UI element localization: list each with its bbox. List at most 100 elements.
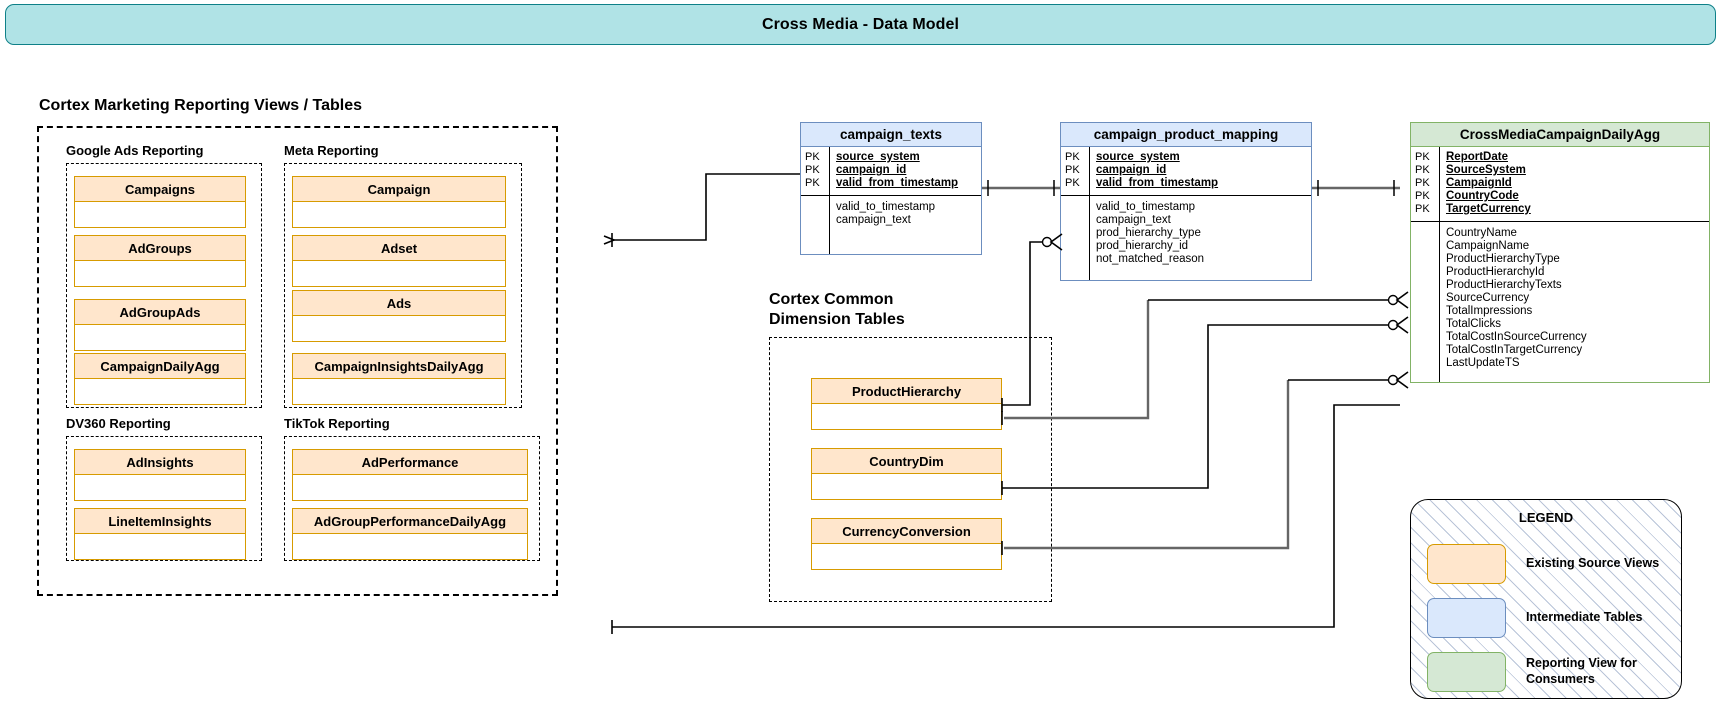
pk-label: PK (1065, 164, 1080, 176)
source-view-title: Campaign (292, 176, 506, 202)
entity-attr-section: CountryName CampaignName ProductHierarch… (1411, 222, 1709, 382)
pk-label: PK (1415, 151, 1430, 163)
pk-label: PK (1065, 177, 1080, 189)
entity-attr-names: CountryName CampaignName ProductHierarch… (1439, 222, 1709, 382)
entity-campaign-product-mapping[interactable]: campaign_product_mapping PK PK PK source… (1060, 122, 1312, 281)
page-title: Cross Media - Data Model (761, 15, 960, 33)
dv360-group-box (66, 436, 262, 561)
wire-zero-marker (1041, 236, 1053, 248)
diagram-title-banner: Cross Media - Data Model (5, 4, 1716, 45)
entity-key-section: PK PK PK PK PK ReportDate SourceSystem C… (1411, 147, 1709, 222)
source-view-body (292, 316, 506, 342)
source-view-campaigndailyagg[interactable]: CampaignDailyAgg (74, 353, 246, 405)
pk-name: ReportDate (1446, 151, 1508, 163)
source-view-adset[interactable]: Adset (292, 235, 506, 287)
entity-attr-names: valid_to_timestamp campaign_text (829, 196, 981, 254)
legend-item-existing-source-views: Existing Source Views (1427, 544, 1659, 584)
dimension-table-currencyconversion[interactable]: CurrencyConversion (811, 518, 1002, 570)
source-view-title: AdGroupAds (74, 299, 246, 325)
attr-name: SourceCurrency (1446, 292, 1530, 304)
attr-name: TotalClicks (1446, 318, 1501, 330)
dimension-table-body (811, 474, 1002, 500)
source-view-body (74, 475, 246, 501)
source-view-adgroupads[interactable]: AdGroupAds (74, 299, 246, 351)
legend-swatch-orange (1427, 544, 1506, 584)
pk-label: PK (1415, 203, 1430, 215)
dimension-table-body (811, 404, 1002, 430)
pk-name: SourceSystem (1446, 164, 1526, 176)
source-view-body (292, 379, 506, 405)
source-view-title: AdGroups (74, 235, 246, 261)
entity-title: campaign_product_mapping (1061, 123, 1311, 147)
pk-name: TargetCurrency (1446, 203, 1531, 215)
source-view-body (292, 534, 528, 560)
dimension-table-title: CurrencyConversion (811, 518, 1002, 544)
section-title-reporting: Cortex Marketing Reporting Views / Table… (39, 97, 363, 114)
attr-name: campaign_text (1096, 214, 1171, 226)
attr-name: CountryName (1446, 227, 1517, 239)
source-view-campaigns[interactable]: Campaigns (74, 176, 246, 228)
attr-name: TotalImpressions (1446, 305, 1533, 317)
entity-key-labels: PK PK PK (801, 147, 829, 195)
dimension-table-producthierarchy[interactable]: ProductHierarchy (811, 378, 1002, 430)
wire-arrowhead (603, 235, 617, 245)
source-view-lineiteminsights[interactable]: LineItemInsights (74, 508, 246, 560)
pk-name: campaign_id (836, 164, 907, 176)
source-view-ads[interactable]: Ads (292, 290, 506, 342)
entity-campaign-texts[interactable]: campaign_texts PK PK PK source_system ca… (800, 122, 982, 255)
entity-attr-keycol (801, 196, 829, 254)
attr-name: LastUpdateTS (1446, 357, 1520, 369)
dimension-table-title: ProductHierarchy (811, 378, 1002, 404)
legend-swatch-blue (1427, 598, 1506, 638)
wire-countrydim-to-crossmedia (1002, 324, 1388, 489)
group-label-meta: Meta Reporting (284, 143, 379, 158)
pk-label: PK (805, 177, 820, 189)
group-label-google-ads: Google Ads Reporting (66, 143, 204, 158)
source-view-adinsights[interactable]: AdInsights (74, 449, 246, 501)
source-view-title: LineItemInsights (74, 508, 246, 534)
pk-label: PK (1065, 151, 1080, 163)
group-label-tiktok: TikTok Reporting (284, 416, 390, 431)
source-view-title: AdPerformance (292, 449, 528, 475)
legend-label: Existing Source Views (1526, 556, 1660, 571)
meta-group-box (284, 163, 522, 408)
attr-name: ProductHierarchyId (1446, 266, 1545, 278)
source-view-campaigninsightsdailyagg[interactable]: CampaignInsightsDailyAgg (292, 353, 506, 405)
attr-name: prod_hierarchy_type (1096, 227, 1201, 239)
legend-item-intermediate-tables: Intermediate Tables (1427, 598, 1642, 638)
pk-name: source_system (836, 151, 920, 163)
pk-name: CountryCode (1446, 190, 1519, 202)
dimension-table-title: CountryDim (811, 448, 1002, 474)
entity-key-labels: PK PK PK (1061, 147, 1089, 195)
legend-swatch-green (1427, 652, 1506, 692)
dimension-table-countrydim[interactable]: CountryDim (811, 448, 1002, 500)
dimension-table-body (811, 544, 1002, 570)
attr-name: TotalCostInTargetCurrency (1446, 344, 1583, 356)
pk-label: PK (1415, 164, 1430, 176)
tiktok-group-box (284, 436, 540, 561)
source-view-adgroupperformancedailyagg[interactable]: AdGroupPerformanceDailyAgg (292, 508, 528, 560)
attr-name: CampaignName (1446, 240, 1530, 252)
pk-name: source_system (1096, 151, 1180, 163)
pk-label: PK (1415, 190, 1430, 202)
entity-attr-section: valid_to_timestamp campaign_text (801, 196, 981, 254)
source-view-adgroups[interactable]: AdGroups (74, 235, 246, 287)
wire-crowsfoot (1395, 371, 1409, 389)
source-view-title: AdGroupPerformanceDailyAgg (292, 508, 528, 534)
legend-label: Intermediate Tables (1526, 610, 1643, 625)
attr-name: campaign_text (836, 214, 911, 226)
entity-crossmediacampaigndailyagg[interactable]: CrossMediaCampaignDailyAgg PK PK PK PK P… (1410, 122, 1710, 383)
entity-attr-keycol (1061, 196, 1089, 280)
pk-name: valid_from_timestamp (1096, 177, 1219, 189)
wire-zero-marker (1387, 294, 1399, 306)
source-view-campaign[interactable]: Campaign (292, 176, 506, 228)
legend-title: LEGEND (1518, 510, 1574, 525)
entity-key-section: PK PK PK source_system campaign_id valid… (801, 147, 981, 196)
pk-name: valid_from_timestamp (836, 177, 959, 189)
source-view-body (74, 379, 246, 405)
entity-key-names: source_system campaign_id valid_from_tim… (1089, 147, 1311, 195)
attr-name: valid_to_timestamp (1096, 201, 1196, 213)
source-view-adperformance[interactable]: AdPerformance (292, 449, 528, 501)
attr-name: valid_to_timestamp (836, 201, 936, 213)
